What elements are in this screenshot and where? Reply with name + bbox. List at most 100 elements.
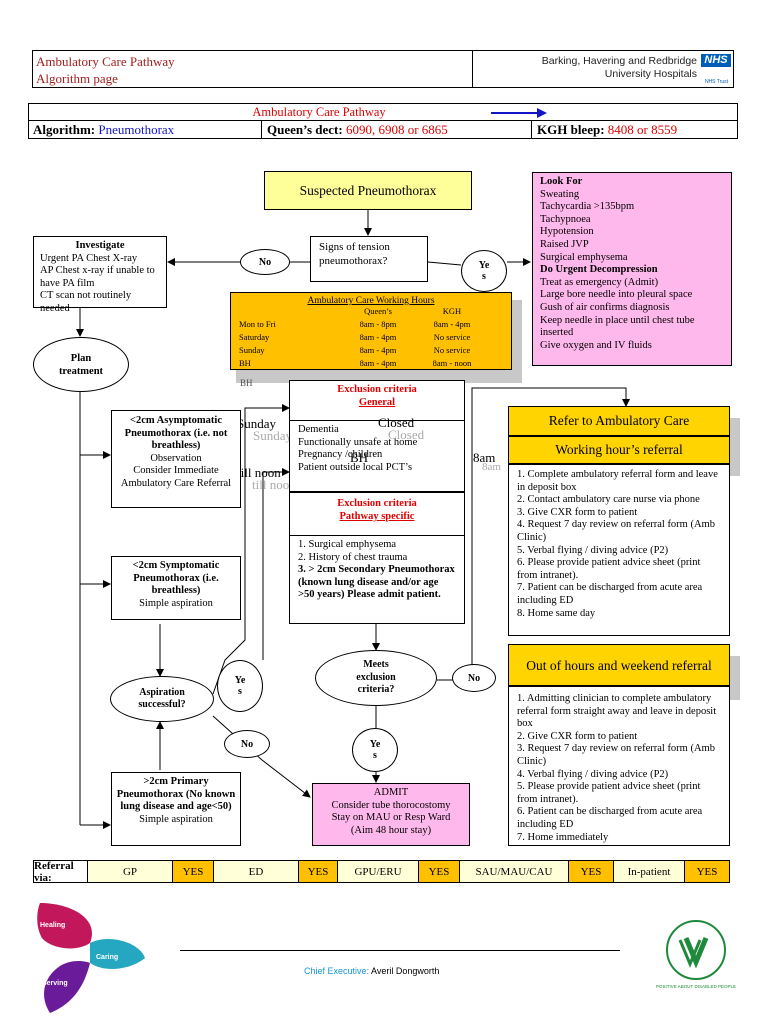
decompression-item: Large bore needle into pleural space (540, 289, 693, 301)
referral-channel: ED (214, 861, 299, 882)
ghost-bh: BH (240, 378, 253, 388)
working-referral-item: 6. Please provide patient advice sheet (… (517, 557, 701, 581)
hours-cell-k: No service (433, 332, 471, 342)
ghost-bh-2: BH (350, 450, 369, 465)
header-left (33, 51, 473, 87)
banner-divider (29, 120, 737, 121)
investigate-item: AP Chest x-ray if unable to have PA film (40, 265, 155, 289)
no-decision-1: No (240, 249, 290, 275)
decompression-item: Treat as emergency (Admit) (540, 276, 659, 288)
ooh-referral-title-box: Out of hours and weekend referral (508, 644, 730, 686)
ooh-referral-item: 6. Patient can be discharged from acute … (517, 806, 703, 830)
no-decision-3: No (452, 664, 496, 692)
chief-executive-name: Averil Dongworth (371, 966, 440, 976)
exclusion-general-item: Functionally unsafe at home (298, 436, 418, 448)
disability-badge (666, 920, 726, 980)
ghost-closed-shadow: Closed (388, 427, 425, 442)
exclusion-general-subtitle: General (358, 397, 396, 408)
ooh-shadow (728, 656, 740, 700)
exclusion-general-item: Dementia (298, 424, 339, 435)
investigate-title: Investigate (75, 240, 125, 251)
referral-value: YES (419, 861, 460, 882)
admit-title: ADMIT (373, 787, 409, 798)
org-name-line2: University Hospitals (604, 68, 697, 80)
working-referral-box: 1. Complete ambulatory referral form and… (508, 464, 730, 636)
ghost-closed: Closed (378, 415, 415, 430)
look-for-item: Raised JVP (540, 238, 589, 250)
working-referral-item: 2. Contact ambulatory care nurse via pho… (517, 494, 700, 506)
working-referral-item: 4. Request 7 day review on referral form… (517, 519, 715, 543)
symptomatic-box: <2cm Symptomatic Pneumothorax (i.e. brea… (111, 556, 241, 620)
hours-cell-k: 8am - 4pm (433, 319, 471, 329)
investigate-item: Urgent PA Chest X-ray (40, 252, 138, 264)
hours-cell-q: 8am - 4pm (359, 345, 397, 355)
value-caring: Caring (96, 954, 119, 961)
decompression-item: Keep needle in place until chest tube in… (540, 314, 695, 339)
working-referral-list: 1. Complete ambulatory referral form and… (517, 469, 721, 620)
arrow-right-icon (491, 108, 547, 118)
exclusion-specific-item: 1. Surgical emphysema (298, 539, 397, 550)
ooh-referral-item: 2. Give CXR form to patient (517, 730, 638, 742)
queens-field: Queen’s dect: 6090, 6908 or 6865 (267, 122, 448, 138)
hours-cell-q: 8am - 4pm (359, 332, 397, 342)
yes-decision-1: Ye s (461, 250, 507, 292)
values-logo (37, 903, 145, 1013)
header-subtitle: Algorithm page (36, 71, 118, 86)
admit-line: (Aim 48 hour stay) (350, 824, 432, 836)
tension-question-box: Signs of tension pneumothorax? (310, 236, 428, 282)
yes-decision-2: Ye s (217, 660, 263, 712)
header-box: Ambulatory Care Pathway Algorithm page B… (32, 50, 734, 88)
asymptomatic-box: <2cm Asymptomatic Pneumothorax (i.e. not… (111, 410, 241, 508)
primary-lines: Simple aspiration (116, 814, 236, 827)
look-for-item: Hypotension (540, 226, 594, 238)
admit-line: Stay on MAU or Resp Ward (331, 812, 451, 824)
referral-channel: GPU/ERU (338, 861, 419, 882)
exclusion-specific-bold: 3. > 2cm Secondary Pneumothorax (known l… (298, 564, 455, 601)
banner-title: Ambulatory Care Pathway (252, 105, 386, 119)
no-decision-2: No (224, 730, 270, 758)
look-for-item: Surgical emphysema (540, 251, 628, 263)
hours-title: Ambulatory Care Working Hours (307, 296, 435, 306)
referral-value: YES (569, 861, 614, 882)
hours-cell-day: Mon to Fri (239, 319, 276, 329)
asymptomatic-line: Consider Immediate Ambulatory Care Refer… (120, 465, 232, 489)
decompression-list: Treat as emergency (Admit)Large bore nee… (540, 277, 724, 353)
algorithm-banner: Ambulatory Care Pathway Algorithm: Pneum… (28, 103, 738, 139)
referral-via-label: Referral via: (34, 860, 88, 884)
ooh-referral-item: 5. Please provide patient advice sheet (… (517, 781, 701, 805)
algorithm-value: Pneumothorax (98, 122, 175, 137)
admit-line: Consider tube thorocostomy (331, 799, 451, 811)
working-hours-box: Ambulatory Care Working Hours Queen’s KG… (230, 292, 512, 370)
kgh-field: KGH bleep: 8408 or 8559 (537, 122, 677, 138)
primary-line: Simple aspiration (139, 813, 213, 825)
queens-label: Queen’s dect: (267, 122, 343, 137)
kgh-value: 8408 or 8559 (607, 122, 678, 137)
hours-header-row: Queen’s KGH (239, 306, 503, 317)
hours-cell-k: 8am - noon (432, 358, 472, 368)
decompression-item: Gush of air confirms diagnosis (540, 301, 670, 313)
suspected-pneumothorax-box: Suspected Pneumothorax (264, 171, 472, 210)
algorithm-label: Algorithm: (33, 122, 96, 137)
decompression-title: Do Urgent Decompression (540, 264, 658, 276)
chief-executive: Chief Executive: Averil Dongworth (304, 966, 439, 976)
nhs-logo: NHS (701, 54, 731, 67)
referral-channel: In-patient (614, 861, 685, 882)
referral-channel: SAU/MAU/CAU (460, 861, 569, 882)
investigate-item: CT scan not routinely needed (40, 290, 132, 314)
ghost-sunday-shadow: Sunday (253, 428, 292, 443)
plan-treatment-oval: Plan treatment (33, 337, 129, 392)
symptomatic-lines: Simple aspiration (118, 598, 234, 611)
look-for-item: Sweating (540, 188, 580, 200)
meets-exclusion-oval: Meets exclusion criteria? (315, 650, 437, 706)
refer-shadow (728, 418, 740, 476)
footer-rule (180, 950, 620, 951)
